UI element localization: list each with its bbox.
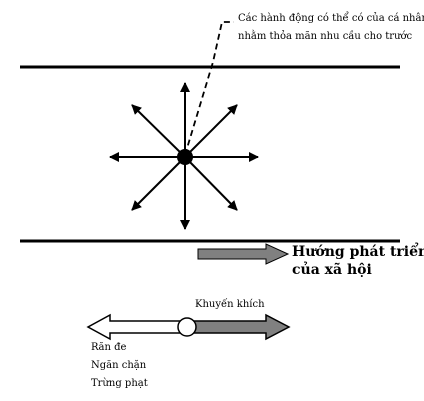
annotation-text-line-1: Các hành động có thể có của cá nhân xyxy=(238,13,424,24)
arrow-up-right xyxy=(184,104,238,158)
center-point-icon xyxy=(177,149,193,165)
deterrence-label-prevent: Ngăn chặn xyxy=(91,360,147,371)
arrow-down-right xyxy=(184,156,238,211)
social-direction-label-line-1: Hướng phát triển xyxy=(292,244,424,260)
arrow-down-left xyxy=(131,156,186,211)
deterrence-label-punish: Trừng phạt xyxy=(91,378,148,389)
social-direction-arrow xyxy=(197,243,290,265)
deterrence-arrow xyxy=(86,313,187,341)
deterrence-label-deter: Răn đe xyxy=(91,342,127,353)
arrow-up-left xyxy=(131,104,186,158)
encouragement-arrow xyxy=(187,313,291,341)
pivot-circle-icon xyxy=(177,317,197,337)
possible-actions-arrows xyxy=(109,82,259,230)
annotation-text-line-2: nhằm thỏa mãn nhu cầu cho trước xyxy=(238,31,413,42)
social-direction-label-line-2: của xã hội xyxy=(292,262,372,278)
annotation-leader-line xyxy=(184,21,234,156)
encourage-label: Khuyến khích xyxy=(195,299,265,310)
